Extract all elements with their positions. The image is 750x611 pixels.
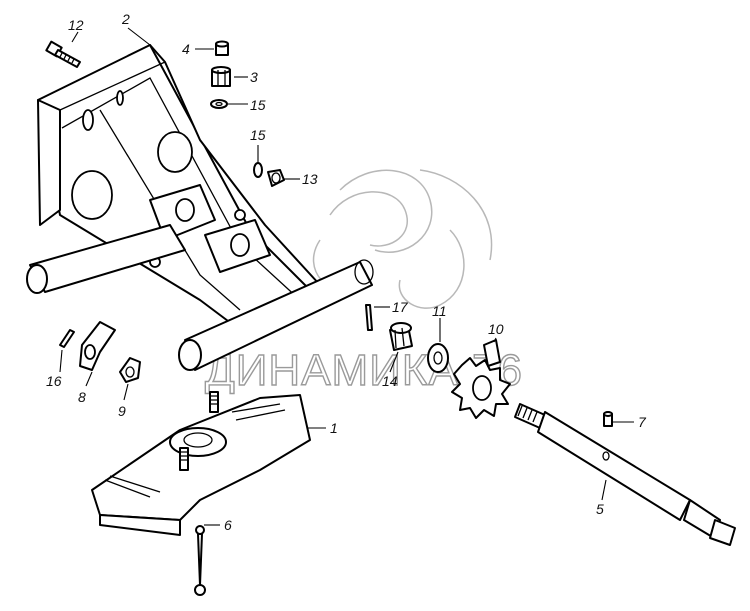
part-4-cap bbox=[215, 40, 229, 56]
label-14: 14 bbox=[382, 373, 398, 389]
label-2: 2 bbox=[121, 11, 130, 27]
part-2-bracket bbox=[26, 44, 374, 371]
part-17-pin bbox=[365, 304, 373, 331]
part-15-washer-a bbox=[210, 99, 228, 109]
label-15-b: 15 bbox=[250, 127, 266, 143]
bracket-hole-2 bbox=[157, 131, 193, 173]
bracket-hole-1 bbox=[71, 170, 113, 220]
part-16-pin bbox=[59, 329, 75, 348]
label-17: 17 bbox=[392, 299, 409, 315]
label-1: 1 bbox=[330, 420, 338, 436]
part-6-pin bbox=[194, 525, 206, 596]
label-6: 6 bbox=[224, 517, 232, 533]
label-4: 4 bbox=[182, 41, 190, 57]
label-13: 13 bbox=[302, 171, 318, 187]
label-10: 10 bbox=[488, 321, 504, 337]
label-11: 11 bbox=[432, 303, 447, 319]
part-11-washer bbox=[427, 343, 449, 373]
label-16: 16 bbox=[46, 373, 62, 389]
part-3-nut bbox=[211, 66, 231, 87]
part-14-castle-nut bbox=[389, 322, 413, 351]
label-7: 7 bbox=[638, 414, 647, 430]
label-5: 5 bbox=[596, 501, 604, 517]
part-labels: 12 2 4 3 15 15 13 17 11 10 14 16 8 9 1 6… bbox=[46, 11, 647, 533]
part-8-clamp bbox=[79, 321, 116, 371]
label-9: 9 bbox=[118, 403, 126, 419]
part-13-nut bbox=[267, 169, 285, 187]
label-3: 3 bbox=[250, 69, 258, 85]
part-7-pin bbox=[603, 411, 613, 427]
label-15-a: 15 bbox=[250, 97, 266, 113]
part-9-clip bbox=[119, 357, 141, 383]
part-15-washer-b bbox=[253, 162, 263, 178]
part-12-bolt bbox=[45, 40, 81, 68]
part-1-base bbox=[91, 391, 311, 536]
part-5-shaft bbox=[514, 403, 736, 546]
label-8: 8 bbox=[78, 389, 86, 405]
part-10-gear bbox=[451, 339, 511, 419]
label-12: 12 bbox=[68, 17, 84, 33]
leader-lines bbox=[59, 27, 634, 526]
